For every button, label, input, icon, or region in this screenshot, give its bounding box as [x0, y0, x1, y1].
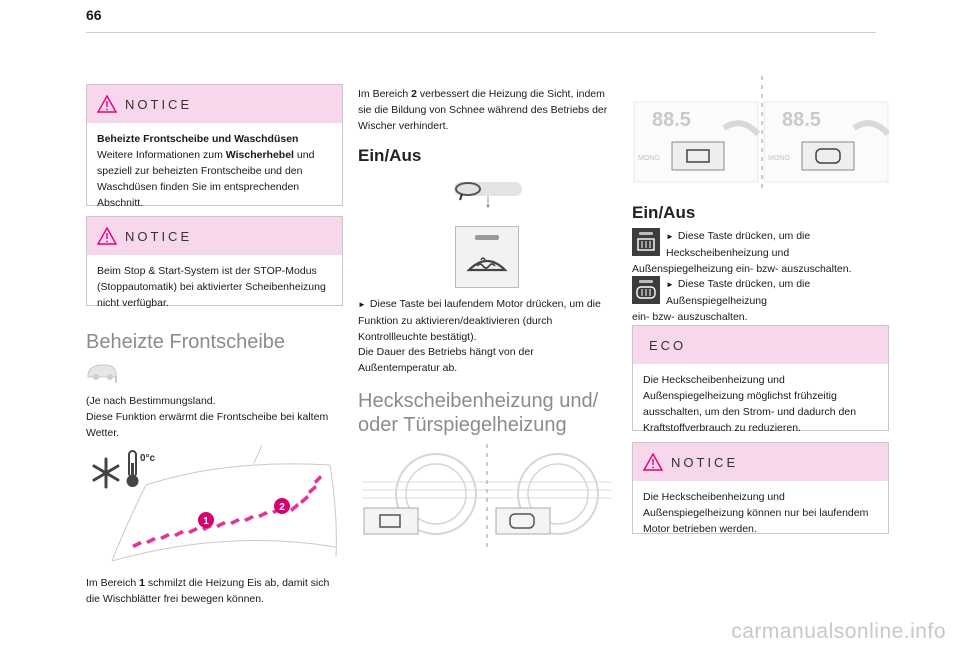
notice-header: NOTICE	[87, 85, 342, 123]
eco-header: ECO	[633, 326, 888, 364]
notice-box-stopstart: NOTICE Beim Stop & Start-System ist der …	[86, 216, 343, 309]
onoff-rear-step2: ►Diese Taste drücken, um die Außenspiege…	[632, 278, 811, 323]
thermometer-icon	[126, 450, 139, 487]
notice-text: Beim Stop & Start-System ist der STOP-Mo…	[97, 265, 326, 309]
panel-display-1: 88.5	[652, 109, 691, 131]
notice-text: Weitere Informationen zum Wischerhebel u…	[97, 149, 315, 209]
notice-box-wiper: NOTICE Beheizte Frontscheibe und Waschdü…	[86, 84, 343, 209]
eco-label: ECO	[649, 337, 687, 353]
panel-mono-2: MONO	[768, 155, 790, 162]
notice-title: Beheizte Frontscheibe und Waschdüsen	[97, 133, 299, 145]
notice-label: NOTICE	[671, 454, 739, 470]
mirror-defrost-button[interactable]	[632, 276, 660, 304]
notice-header: NOTICE	[633, 443, 888, 481]
section-heading-rear: Heckscheibenheizung und/ oder Türspiegel…	[358, 390, 599, 436]
svg-text:1: 1	[203, 516, 209, 527]
page-number: 66	[86, 7, 102, 23]
snowflake-icon	[92, 457, 120, 489]
section-heading-front: Beheizte Frontscheibe	[86, 331, 286, 353]
rear-defrost-icon	[379, 514, 401, 528]
zone-marker-1: 1	[198, 512, 214, 528]
rear-defrost-icon	[686, 149, 710, 163]
front-desc: Diese Funktion erwärmt die Frontscheibe …	[86, 411, 329, 439]
zone-marker-2: 2	[274, 498, 290, 514]
onoff-front-step: ►Diese Taste bei laufendem Motor drücken…	[358, 298, 601, 343]
country-note: (Je nach Bestimmungsland.	[86, 395, 216, 407]
eco-text: Die Heckscheibenheizung und Außenspiegel…	[643, 374, 857, 434]
panel-illustration: 88.5 88.5 MONO MONO	[633, 76, 889, 188]
notice-header: NOTICE	[87, 217, 342, 255]
mirror-defrost-icon	[815, 148, 841, 164]
notice-label: NOTICE	[125, 96, 193, 112]
front-defrost-button[interactable]	[455, 226, 519, 288]
country-car-icon	[87, 364, 117, 383]
onoff-rear-step1: ►Diese Taste drücken, um die Heckscheibe…	[632, 230, 852, 275]
heat-zone-side	[290, 475, 322, 512]
onoff-front-duration: Die Dauer des Betriebs hängt von der Auß…	[358, 346, 534, 374]
panel-display-2: 88.5	[782, 109, 821, 131]
notice-text: Die Heckscheibenheizung und Außenspiegel…	[643, 491, 869, 535]
temp-label: 0°c	[140, 453, 156, 464]
console-illustration	[362, 444, 612, 550]
svg-text:2: 2	[279, 502, 285, 513]
notice-label: NOTICE	[125, 228, 193, 244]
rear-defrost-button[interactable]	[632, 228, 660, 256]
eco-box: ECO Die Heckscheibenheizung und Außenspi…	[632, 325, 889, 434]
panel-mono-1: MONO	[638, 155, 660, 162]
warning-icon	[97, 227, 117, 245]
warning-icon	[97, 95, 117, 113]
windscreen-illustration: 0°c 1 2	[92, 445, 337, 562]
mirror-defrost-icon	[509, 513, 535, 529]
onoff-heading-front: Ein/Aus	[358, 146, 422, 165]
notice-box-rear: NOTICE Die Heckscheibenheizung und Außen…	[632, 442, 889, 535]
watermark: carmanualsonline.info	[731, 620, 946, 643]
onoff-heading-rear: Ein/Aus	[632, 203, 696, 222]
header-rule	[86, 32, 876, 33]
zone2-text: Im Bereich 2 verbessert die Heizung die …	[358, 88, 608, 132]
zone1-text: Im Bereich 1 schmilzt die Heizung Eis ab…	[86, 577, 330, 605]
warning-icon	[643, 453, 663, 471]
wiper-stalk-icon	[454, 182, 522, 208]
